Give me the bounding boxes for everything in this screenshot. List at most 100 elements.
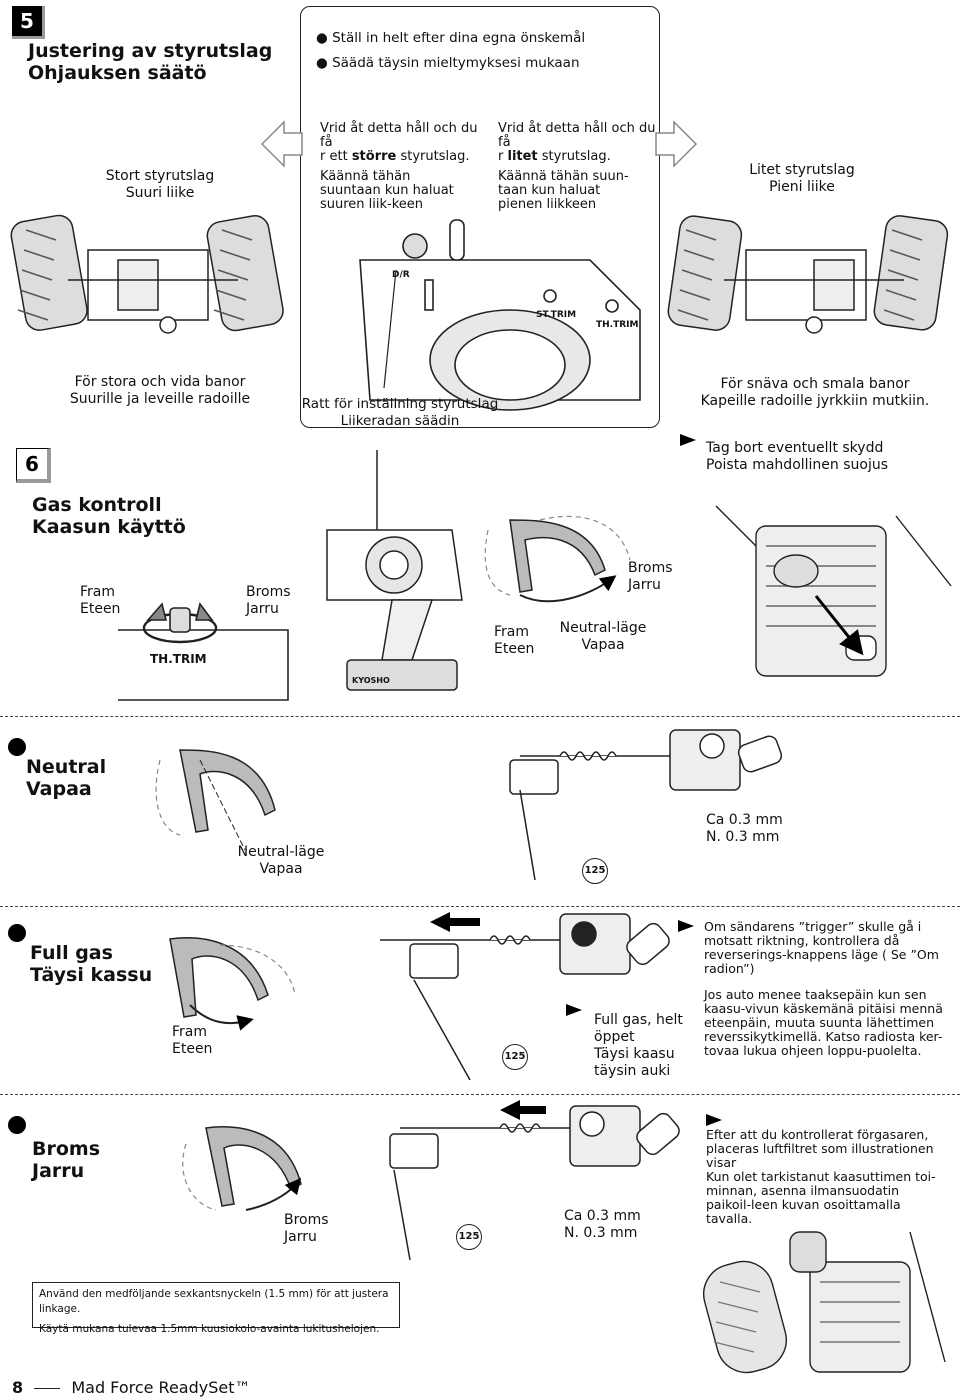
brake-bullet-icon bbox=[8, 1116, 26, 1134]
footnote-fi: Käytä mukana tulevaa 1.5mm kuusiokolo-av… bbox=[39, 1323, 380, 1335]
brake-label-trim: Broms Jarru bbox=[246, 584, 291, 618]
right-big-arrow bbox=[655, 120, 698, 168]
brake-label-trigger-fi: Jarru bbox=[628, 577, 661, 593]
brake-label-trigger: Broms Jarru bbox=[628, 560, 673, 594]
brake-title-fi: Jarru bbox=[32, 1160, 85, 1182]
step-5-badge: 5 bbox=[12, 6, 45, 39]
small-steering-label: Litet styrutslag Pieni liike bbox=[702, 162, 902, 196]
fullgas-dir-label: Fram Eteen bbox=[172, 1024, 212, 1058]
brand-label: KYOSHO bbox=[352, 676, 390, 685]
pointer-triangle-icon bbox=[706, 1114, 722, 1126]
engine-cover-illustration bbox=[715, 505, 952, 677]
page-footer: 8 Mad Force ReadySet™ bbox=[12, 1378, 251, 1397]
throttle-trim-closeup bbox=[118, 602, 289, 701]
brake-label-trim-sv: Broms bbox=[246, 584, 291, 600]
reverse-note-fi: Jos auto menee taaksepäin kun sen kaasu-… bbox=[704, 987, 943, 1058]
air-filter-note-fi: Kun olet tarkistanut kaasuttimen toi-min… bbox=[706, 1169, 936, 1226]
neutral-linkage-diagram bbox=[509, 729, 783, 881]
neutral-title: Neutral Vapaa bbox=[26, 756, 106, 800]
step-6-title-sv: Gas kontroll bbox=[32, 494, 162, 516]
pointer-triangle-icon bbox=[678, 920, 694, 932]
neutral-gap-sv: Ca 0.3 mm bbox=[706, 812, 783, 828]
brake-gap-fi: N. 0.3 mm bbox=[564, 1225, 638, 1241]
trigger-diagram bbox=[484, 515, 631, 603]
pointer-triangle-icon bbox=[680, 434, 696, 446]
fullgas-open-fi-1: Täysi kaasu bbox=[594, 1046, 675, 1062]
narrow-tracks-sv: För snäva och smala banor bbox=[720, 376, 910, 392]
neutral-pos-label: Neutral-läge Vapaa bbox=[226, 844, 336, 878]
fullgas-open-fi-2: täysin auki bbox=[594, 1063, 671, 1079]
footnote-box: Använd den medföljande sexkantsnyckeln (… bbox=[32, 1282, 400, 1335]
brake-dir-sv: Broms bbox=[284, 1212, 329, 1228]
wide-tracks-sv: För stora och vida banor bbox=[74, 374, 246, 390]
fwd-label-trigger-sv: Fram bbox=[494, 624, 530, 640]
fwd-label-trim-fi: Eteen bbox=[80, 601, 121, 617]
preference-bullets: ● Ställ in helt efter dina egna önskemål… bbox=[316, 30, 585, 72]
tx-label-th-trim: TH.TRIM bbox=[596, 320, 639, 330]
transmitter-top-view bbox=[359, 219, 641, 411]
divider-2 bbox=[0, 906, 960, 907]
fullgas-title-fi: Täysi kassu bbox=[30, 964, 153, 986]
divider-3 bbox=[0, 1094, 960, 1095]
brake-linkage-diagram bbox=[389, 1100, 680, 1261]
page-number: 8 bbox=[12, 1378, 24, 1397]
fullgas-dir-fi: Eteen bbox=[172, 1041, 213, 1057]
truck-wide-steering-illustration bbox=[10, 214, 284, 334]
neutral-pos-trigger-sv: Neutral-läge bbox=[559, 620, 647, 636]
large-steering-fi: Suuri liike bbox=[125, 185, 195, 201]
neutral-title-sv: Neutral bbox=[26, 756, 107, 778]
brake-dir-label: Broms Jarru bbox=[284, 1212, 329, 1246]
small-steering-sv: Litet styrutslag bbox=[749, 162, 855, 178]
fullgas-title-sv: Full gas bbox=[30, 942, 113, 964]
brake-label-trigger-sv: Broms bbox=[628, 560, 673, 576]
wide-tracks-label: För stora och vida banor Suurille ja lev… bbox=[40, 374, 280, 408]
brake-title: Broms Jarru bbox=[32, 1138, 100, 1182]
steering-knob-label: Ratt för inställning styrutslag Liikerad… bbox=[300, 396, 500, 430]
fullgas-part-number: 125 bbox=[502, 1044, 528, 1070]
fullgas-linkage-diagram bbox=[380, 912, 670, 1081]
large-steering-sv: Stort styrutslag bbox=[105, 168, 215, 184]
narrow-tracks-label: För snäva och smala banor Kapeille radoi… bbox=[690, 376, 940, 410]
tx-label-st-trim: ST.TRIM bbox=[536, 310, 577, 320]
remove-cover-note: Tag bort eventuellt skydd Poista mahdoll… bbox=[680, 434, 889, 474]
brake-dir-fi: Jarru bbox=[284, 1229, 317, 1245]
footer-rule bbox=[34, 1388, 61, 1389]
divider-1 bbox=[0, 716, 960, 717]
air-filter-note: Efter att du kontrollerat förgasaren, pl… bbox=[706, 1114, 946, 1226]
step-6-badge: 6 bbox=[16, 448, 51, 483]
brake-part-number: 125 bbox=[456, 1224, 482, 1250]
fullgas-open-sv-1: Full gas, helt bbox=[594, 1012, 683, 1028]
reverse-note-sv: Om sändarens ”trigger” skulle gå i motsa… bbox=[704, 919, 939, 976]
fullgas-dir-sv: Fram bbox=[172, 1024, 208, 1040]
remove-cover-fi: Poista mahdollinen suojus bbox=[706, 457, 889, 473]
fullgas-title: Full gas Täysi kassu bbox=[30, 942, 152, 986]
brake-title-sv: Broms bbox=[32, 1138, 101, 1160]
neutral-trigger-diagram bbox=[155, 749, 276, 851]
brake-trigger-diagram bbox=[182, 1126, 302, 1211]
neutral-part-number: 125 bbox=[582, 858, 608, 884]
air-filter-note-sv: Efter att du kontrollerat förgasaren, pl… bbox=[706, 1127, 934, 1170]
brake-label-trim-fi: Jarru bbox=[246, 601, 279, 617]
large-steering-label: Stort styrutslag Suuri liike bbox=[60, 168, 260, 202]
footnote-sv: Använd den medföljande sexkantsnyckeln (… bbox=[39, 1288, 389, 1315]
fwd-label-trim-sv: Fram bbox=[80, 584, 116, 600]
neutral-pos-fi: Vapaa bbox=[259, 861, 303, 877]
fwd-label-trim: Fram Eteen bbox=[80, 584, 120, 618]
fullgas-open-label: Full gas, helt öppet Täysi kaasu täysin … bbox=[566, 1004, 683, 1080]
fullgas-open-sv-2: öppet bbox=[594, 1029, 635, 1045]
right-turn-note-fi: Käännä tähän suun-taan kun haluat pienen… bbox=[498, 169, 629, 212]
neutral-gap-label: Ca 0.3 mm N. 0.3 mm bbox=[706, 812, 783, 846]
preference-bullet-2: ● Säädä täysin mieltymyksesi mukaan bbox=[316, 55, 580, 71]
air-filter-illustration bbox=[702, 1231, 946, 1374]
neutral-pos-trigger-fi: Vapaa bbox=[581, 637, 625, 653]
left-turn-note-fi: Käännä tähän suuntaan kun haluat suuren … bbox=[320, 169, 454, 212]
fullgas-bullet-icon bbox=[8, 924, 26, 942]
reverse-note: Om sändarens ”trigger” skulle gå i motsa… bbox=[678, 919, 944, 1058]
dr-knob-pointer-line bbox=[383, 269, 397, 389]
left-big-arrow bbox=[260, 120, 303, 168]
preference-bullet-1: ● Ställ in helt efter dina egna önskemål bbox=[316, 30, 586, 46]
